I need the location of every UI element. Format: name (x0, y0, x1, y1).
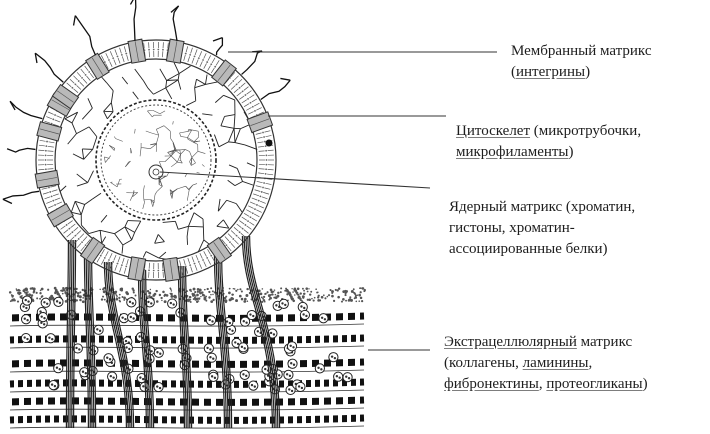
leader-nuclear (160, 172, 430, 188)
label-extracellular-matrix: Экстрацеллюлярный матрикс (коллагены, ла… (444, 332, 648, 395)
nucleus (96, 100, 216, 220)
extracellular-term: Экстрацеллюлярный (444, 334, 577, 350)
leader-cytoskeleton-dot (266, 140, 273, 147)
label-membrane-matrix: Мембранный матрикс (интегрины) (511, 41, 652, 83)
proteoglycans-term: протеогликаны (546, 376, 642, 392)
membrane-title: Мембранный матрикс (511, 41, 652, 62)
cell (3, 0, 290, 281)
integrins-term: интегрины (516, 64, 585, 80)
label-nuclear-matrix: Ядерный матрикс (хроматин, гистоны, хром… (449, 197, 635, 260)
microfilaments-term: микрофиламенты (456, 144, 569, 160)
laminins-term: ламинины (523, 355, 589, 371)
label-cytoskeleton: Цитоскелет (микротрубочки, микрофиламент… (456, 121, 641, 163)
leader-lines (160, 52, 497, 350)
cytoskeleton-term: Цитоскелет (456, 123, 530, 139)
fibronectins-term: фибронектины (444, 376, 539, 392)
